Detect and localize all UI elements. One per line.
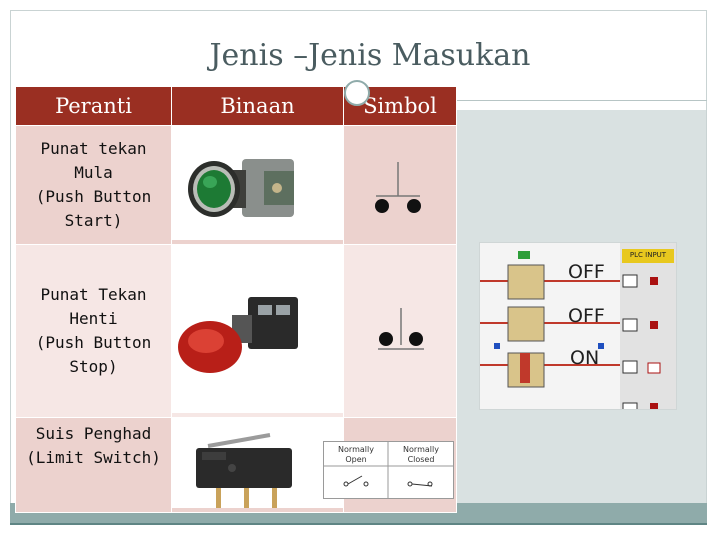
- plc-input-diagram: OFF OFF ON PLC INPUT: [479, 242, 677, 410]
- green-push-button-photo: [172, 126, 343, 240]
- table-row: Punat Tekan Henti (Push Button Stop): [15, 244, 457, 418]
- title-rule: [456, 100, 707, 101]
- peranti-cell: Punat tekan Mula (Push Button Start): [15, 125, 172, 245]
- peranti-line: (Limit Switch): [26, 448, 161, 467]
- limit-switch-symbol: Normally Open Normally Closed: [323, 441, 454, 499]
- header-peranti: Peranti: [15, 86, 172, 126]
- input-devices-table: Peranti Binaan Simbol Punat tekan Mula (…: [15, 86, 457, 513]
- binaan-cell: [171, 125, 344, 245]
- decorative-circle: [344, 80, 370, 106]
- state-label: OFF: [568, 305, 605, 327]
- peranti-line: Punat tekan: [40, 139, 147, 158]
- plc-input-header: PLC INPUT: [629, 251, 667, 259]
- normally-open-push-button-symbol: [375, 162, 421, 213]
- peranti-cell: Suis Penghad (Limit Switch): [15, 417, 172, 513]
- bottom-line: [10, 523, 707, 525]
- peranti-cell: Punat Tekan Henti (Push Button Stop): [15, 244, 172, 418]
- binaan-cell: [171, 417, 344, 513]
- peranti-line: Stop): [69, 357, 118, 376]
- table-row: Punat tekan Mula (Push Button Start): [15, 125, 457, 245]
- peranti-line: Mula: [74, 163, 113, 182]
- peranti-line: Henti: [69, 309, 118, 328]
- limit-switch-contact-symbols: [324, 442, 453, 498]
- red-mushroom-push-button-photo: [172, 245, 343, 413]
- peranti-line: (Push Button: [35, 333, 152, 352]
- peranti-line: Suis Penghad: [35, 424, 152, 443]
- peranti-line: Start): [64, 211, 123, 230]
- state-label: OFF: [568, 261, 605, 283]
- normally-open-label: Normally Open: [324, 445, 388, 465]
- peranti-line: Punat Tekan: [40, 285, 147, 304]
- plc-wiring-graphic: [480, 243, 676, 409]
- state-label: ON: [570, 347, 600, 369]
- limit-switch-photo: [172, 418, 343, 508]
- normally-closed-push-button-symbol: [378, 308, 424, 350]
- no-label-line: Normally: [338, 445, 374, 454]
- normally-closed-label: Normally Closed: [389, 445, 453, 465]
- header-binaan: Binaan: [171, 86, 344, 126]
- nc-label-line: Normally: [403, 445, 439, 454]
- simbol-cell: [343, 125, 457, 245]
- simbol-cell: [343, 244, 457, 418]
- table-header-row: Peranti Binaan Simbol: [15, 86, 457, 126]
- slide-title: Jenis –Jenis Masukan: [209, 38, 531, 73]
- nc-label-line: Closed: [407, 455, 435, 464]
- no-label-line: Open: [345, 455, 367, 464]
- binaan-cell: [171, 244, 344, 418]
- peranti-line: (Push Button: [35, 187, 152, 206]
